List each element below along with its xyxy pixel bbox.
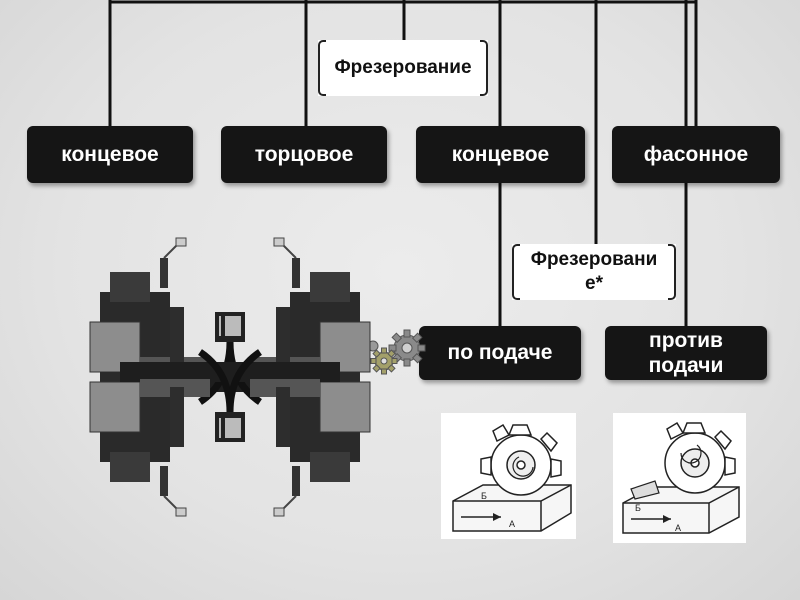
type-label: торцовое — [255, 142, 354, 167]
diagram-title: Фрезерование — [318, 40, 488, 96]
figure-label-a: А — [509, 519, 515, 529]
direction-label: против подачи — [649, 328, 724, 378]
sub-title-text: Фрезеровани е* — [531, 248, 658, 296]
diagram-title-text: Фрезерование — [334, 56, 471, 80]
sub-title: Фрезеровани е* — [512, 244, 676, 300]
type-box-3: концевое — [416, 126, 585, 183]
type-label: концевое — [452, 142, 549, 167]
figure-label-b: Б — [481, 491, 487, 501]
direction-box-conventional: против подачи — [605, 326, 767, 380]
conventional-milling-figure: Б А — [613, 413, 746, 543]
figure-label-b: Б — [635, 503, 641, 513]
type-box-4: фасонное — [612, 126, 780, 183]
type-label: концевое — [61, 142, 158, 167]
type-box-2: торцовое — [221, 126, 387, 183]
type-box-1: концевое — [27, 126, 193, 183]
direction-box-climb: по подаче — [419, 326, 581, 380]
figure-label-a: А — [675, 523, 681, 533]
type-label: фасонное — [644, 142, 748, 167]
direction-label: по подаче — [448, 340, 553, 365]
milling-machines-illustration — [60, 232, 400, 522]
climb-milling-figure: Б А — [441, 413, 576, 539]
